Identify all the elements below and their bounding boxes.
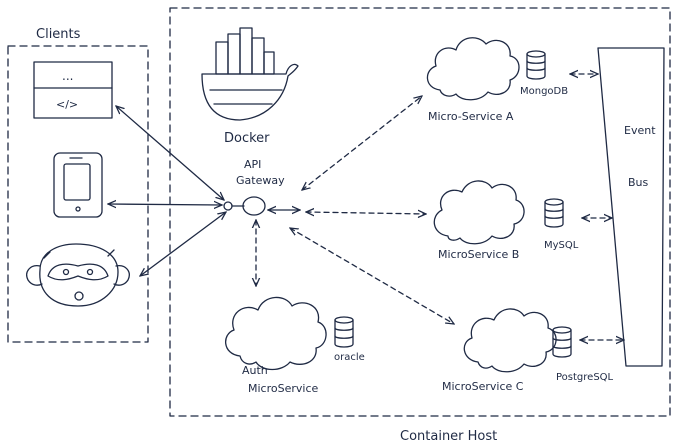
service-a-cloud [426,37,520,101]
browser-dots: ... [62,69,73,83]
bot-client [26,243,130,307]
event-bus-label-2: Bus [628,176,649,189]
service-c-cloud [463,308,557,373]
db-icon-mongodb [526,50,546,80]
mobile-client [53,152,103,218]
service-b-label: MicroService B [438,248,519,261]
db-label-oracle: oracle [334,352,365,363]
event-bus [597,47,665,367]
container-host-label: Container Host [400,429,497,444]
arrow-gateway-service-a [302,96,422,190]
docker-icon [201,27,299,121]
clients-boundary [7,45,149,343]
db-icon-mysql [544,198,564,228]
arrow-gateway-service-c [290,228,454,324]
event-bus-label-1: Event [624,124,656,137]
db-label-mongodb: MongoDB [520,86,568,97]
db-label-postgresql: PostgreSQL [556,372,614,383]
browser-client: ... </> [33,61,113,119]
service-a-label: Micro-Service A [428,110,514,123]
api-gateway [223,196,266,216]
auth-service-cloud [225,296,327,371]
db-icon-oracle [334,316,354,348]
service-c-label: MicroService C [442,380,524,393]
auth-label-1: Auth [242,364,268,377]
clients-label: Clients [36,27,81,42]
arrow-browser-gateway [116,106,224,200]
api-gateway-label-1: API [244,158,261,171]
auth-label-2: MicroService [248,382,318,395]
docker-label: Docker [224,131,270,146]
db-icon-postgresql [552,326,572,358]
api-gateway-label-2: Gateway [236,174,285,187]
browser-code: </> [56,98,78,111]
service-b-cloud [433,180,525,245]
arrow-gateway-service-b [306,212,426,214]
arrow-bot-gateway [140,212,226,276]
arrow-mobile-gateway [108,204,222,205]
db-label-mysql: MySQL [544,240,579,251]
